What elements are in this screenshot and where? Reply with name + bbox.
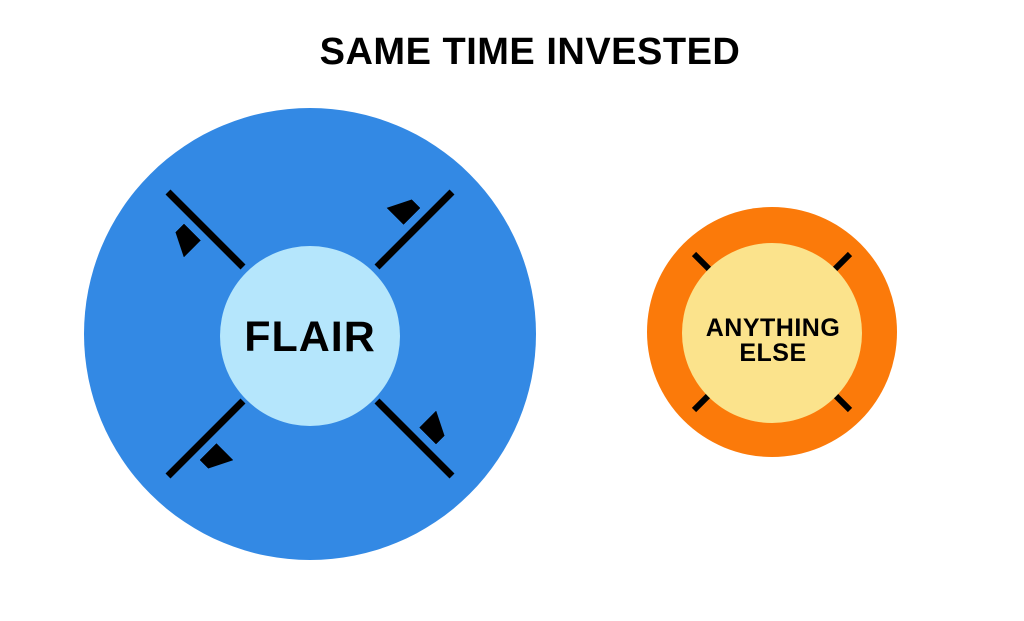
anything-arrow-se-icon [834,394,853,413]
anything-arrow-sw-icon [691,394,710,413]
flair-arrow-se-icon [374,398,455,479]
flair-arrow-ne-icon [374,189,455,270]
anything-arrow-nw-icon [691,251,710,270]
flair-arrow-sw-icon [165,398,246,479]
anything-else-inner-circle [682,243,862,423]
flair-inner-circle [220,246,400,426]
flair-label: FLAIR [244,313,376,361]
anything-else-label-line1: ANYTHING [706,314,841,342]
anything-arrow-ne-icon [834,251,853,270]
diagram-title: SAME TIME INVESTED [320,31,741,73]
anything-else-label-line2: ELSE [739,339,806,367]
flair-arrows [165,189,455,479]
anything-else-arrows [691,251,853,413]
flair-arrow-nw-icon [165,189,246,270]
